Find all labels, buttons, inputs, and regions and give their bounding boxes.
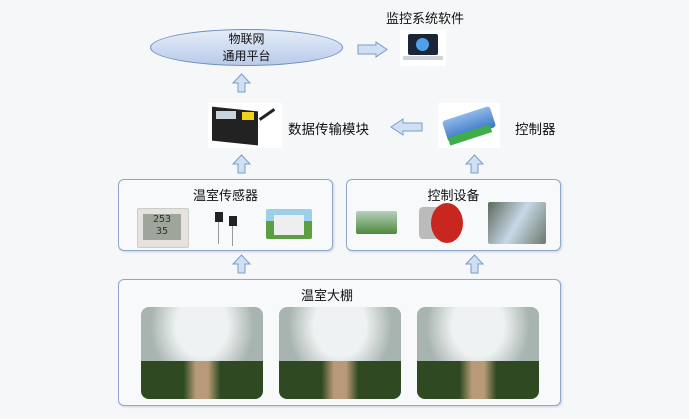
greenhouse-title: 温室大棚 [301,289,354,304]
controller-image [438,103,500,148]
greenhouse-photo [279,307,401,399]
sprinkler-image [356,211,397,234]
arrow-up-icon [232,154,251,174]
platform-line2: 通用平台 [222,49,271,63]
arrow-left-icon [390,118,423,136]
control-devices-title: 控制设备 [427,189,480,204]
arrow-up-icon [232,73,251,93]
weather-sensor-box [266,209,312,239]
temperature-sensor-probes [211,210,243,246]
greenhouse-photo [417,307,539,399]
greenhouse-roof-image [488,202,546,244]
software-title: 监控系统软件 [386,12,465,27]
platform-line1: 物联网 [228,32,265,46]
sensors-title: 温室传感器 [192,189,258,204]
arrow-up-icon [465,254,484,274]
control-devices-box: 控制设备 [346,179,561,251]
greenhouse-box: 温室大棚 [118,279,561,406]
iot-platform[interactable]: 物联网 通用平台 [150,29,343,66]
controller-label: 控制器 [515,122,556,138]
ventilation-fan-image [419,203,463,243]
greenhouse-photo [141,307,263,399]
laptop-icon [400,30,446,66]
gprs-module-image [208,103,282,148]
arrow-up-icon [232,254,251,274]
transmission-label: 数据传输模块 [288,122,369,138]
arrow-up-icon [465,154,484,174]
arrow-right-icon [357,41,388,58]
